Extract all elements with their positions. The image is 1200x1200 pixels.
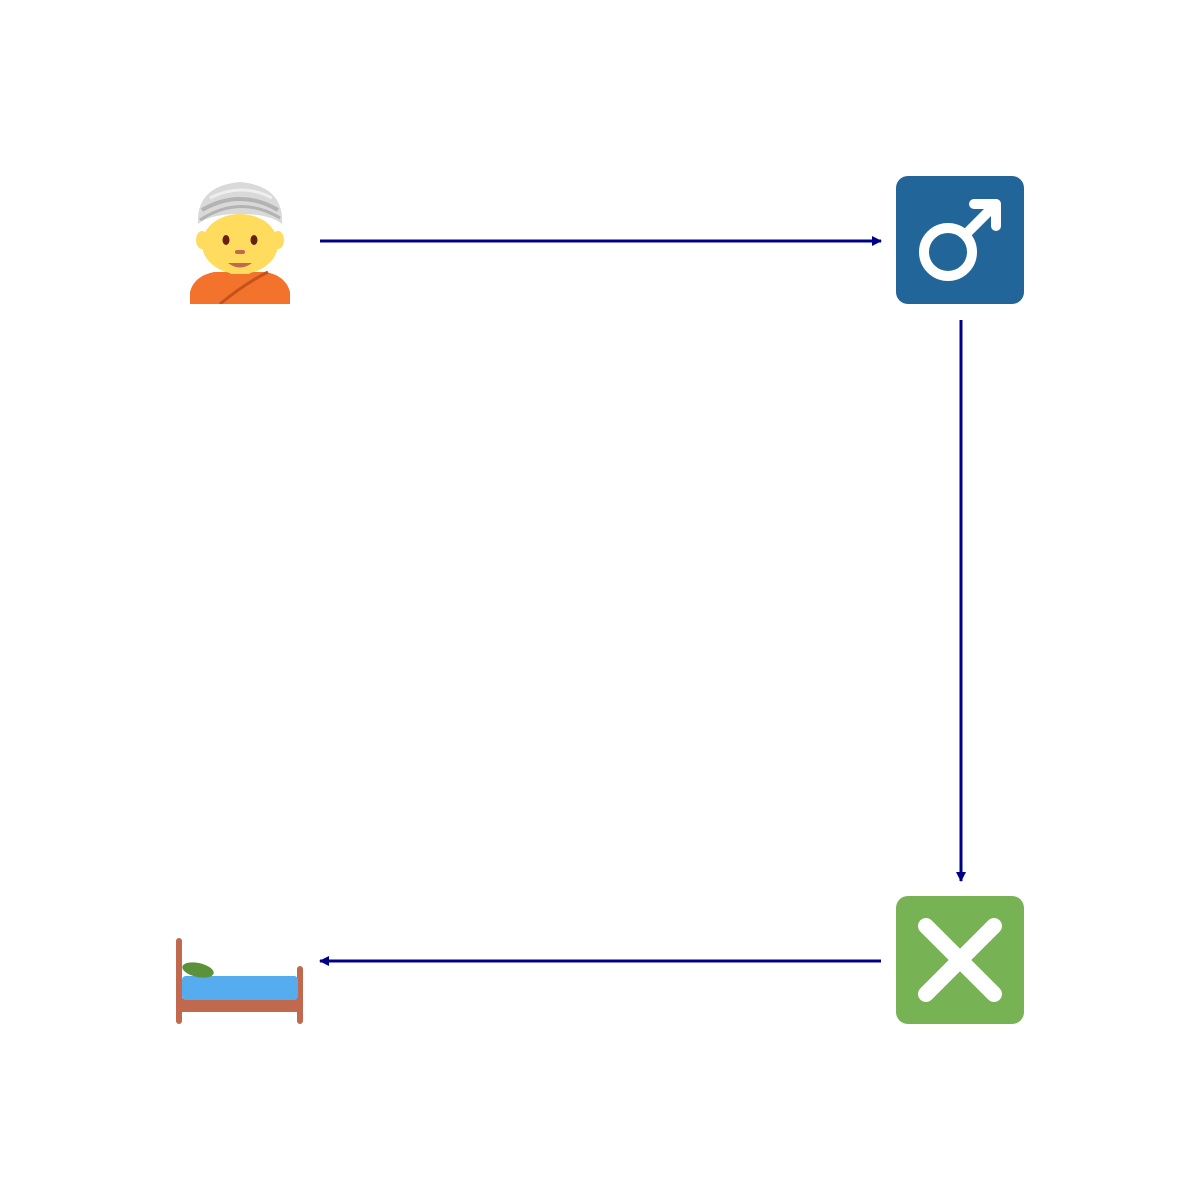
cross-mark-button-icon <box>896 896 1024 1024</box>
bed-icon <box>176 938 303 1024</box>
male-sign-icon <box>896 176 1024 304</box>
person-wearing-turban-icon <box>190 182 290 304</box>
